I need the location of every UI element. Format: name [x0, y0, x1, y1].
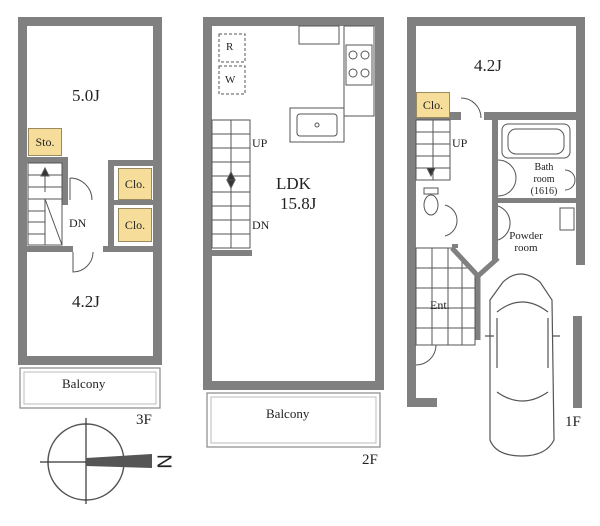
third-floor-balcony-inner [23, 371, 157, 405]
second-floor-balcony-outline [206, 392, 381, 448]
entrance-label: Ent. [430, 298, 450, 312]
washer-label: W [225, 74, 236, 86]
bathroom-label: Bath room (1616) [530, 162, 558, 197]
third-floor-closet-lower-tag: Clo. [118, 208, 152, 242]
third-floor-storage-tag: Sto. [28, 128, 62, 156]
second-floor-label: 2F [362, 452, 378, 468]
second-floor-stair [211, 119, 251, 249]
second-floor-kitchen [218, 25, 375, 143]
first-floor-room-size: 4.2J [474, 56, 502, 75]
first-floor-fixtures [415, 97, 576, 366]
third-floor-top-room-size: 5.0J [72, 86, 100, 105]
ldk-size: 15.8J [280, 194, 317, 213]
first-floor-walls [407, 17, 585, 408]
powder-room-label: Powder room [509, 230, 543, 254]
ldk-name: LDK [276, 174, 311, 193]
third-floor-stair [27, 162, 94, 273]
third-floor-bottom-room-size: 4.2J [72, 292, 100, 311]
compass-icon [40, 418, 152, 504]
refrigerator-label: R [226, 41, 234, 53]
third-floor-balcony-label: Balcony [62, 376, 106, 391]
third-floor-label: 3F [136, 412, 152, 428]
compass-north-letter: N [152, 454, 175, 469]
second-floor-balcony-inner [210, 396, 377, 444]
first-floor-label: 1F [565, 414, 581, 430]
third-floor-balcony-outline [19, 367, 161, 409]
first-floor-stair-label: UP [452, 136, 468, 150]
third-floor-walls [18, 17, 162, 365]
second-floor-walls [203, 17, 384, 390]
first-floor-closet-tag: Clo. [416, 92, 450, 118]
third-floor-stair-label: DN [69, 216, 87, 230]
second-floor-stair-down-label: DN [252, 218, 270, 232]
second-floor-stair-up-label: UP [252, 136, 268, 150]
third-floor-closet-upper-tag: Clo. [118, 168, 152, 200]
car-outline [485, 273, 560, 457]
second-floor-balcony-label: Balcony [266, 406, 310, 421]
